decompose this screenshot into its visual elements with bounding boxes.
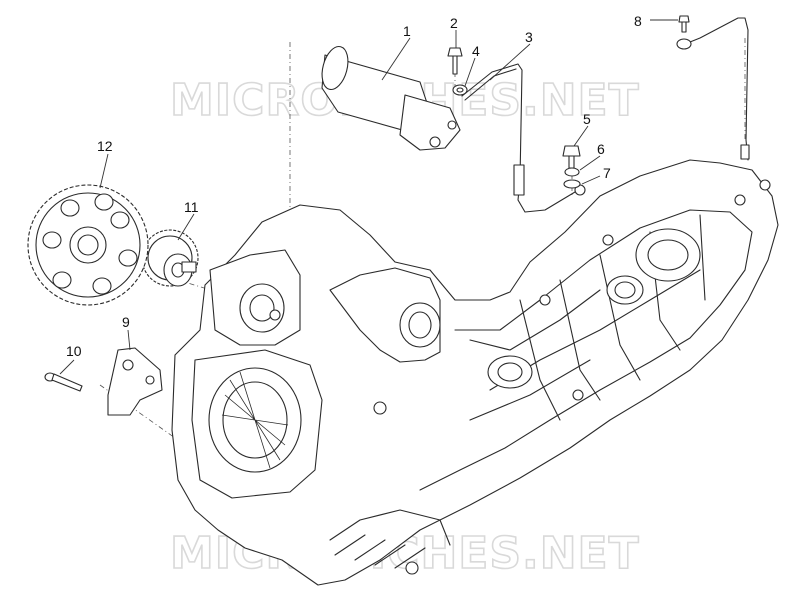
callout-labels: 1 2 3 4 5 6 7 8 9 10 11 12 bbox=[66, 13, 642, 359]
bracket-part-9 bbox=[107, 347, 163, 416]
bolt-part-2 bbox=[447, 47, 463, 75]
washer-part-6 bbox=[564, 167, 580, 177]
ground-cable-part-8 bbox=[676, 15, 750, 161]
callout-1: 1 bbox=[403, 23, 411, 39]
bolt-part-5 bbox=[562, 145, 581, 169]
callout-4: 4 bbox=[472, 43, 480, 59]
callout-9: 9 bbox=[122, 314, 130, 330]
callout-11: 11 bbox=[184, 199, 199, 215]
starter-motor bbox=[321, 45, 461, 151]
washer-part-7 bbox=[563, 179, 581, 189]
callout-12: 12 bbox=[97, 138, 113, 154]
callout-6: 6 bbox=[597, 141, 605, 157]
callout-10: 10 bbox=[66, 343, 82, 359]
leader-lines bbox=[59, 19, 678, 375]
callout-7: 7 bbox=[603, 165, 611, 181]
bolt-part-10 bbox=[44, 372, 83, 392]
gear-part-11 bbox=[141, 229, 199, 287]
crankcase bbox=[171, 159, 779, 586]
nut-part-4 bbox=[452, 84, 468, 96]
callout-5: 5 bbox=[583, 111, 591, 127]
callout-8: 8 bbox=[634, 13, 642, 29]
callout-3: 3 bbox=[525, 29, 533, 45]
callout-2: 2 bbox=[450, 15, 458, 31]
gear-part-12 bbox=[27, 184, 149, 306]
